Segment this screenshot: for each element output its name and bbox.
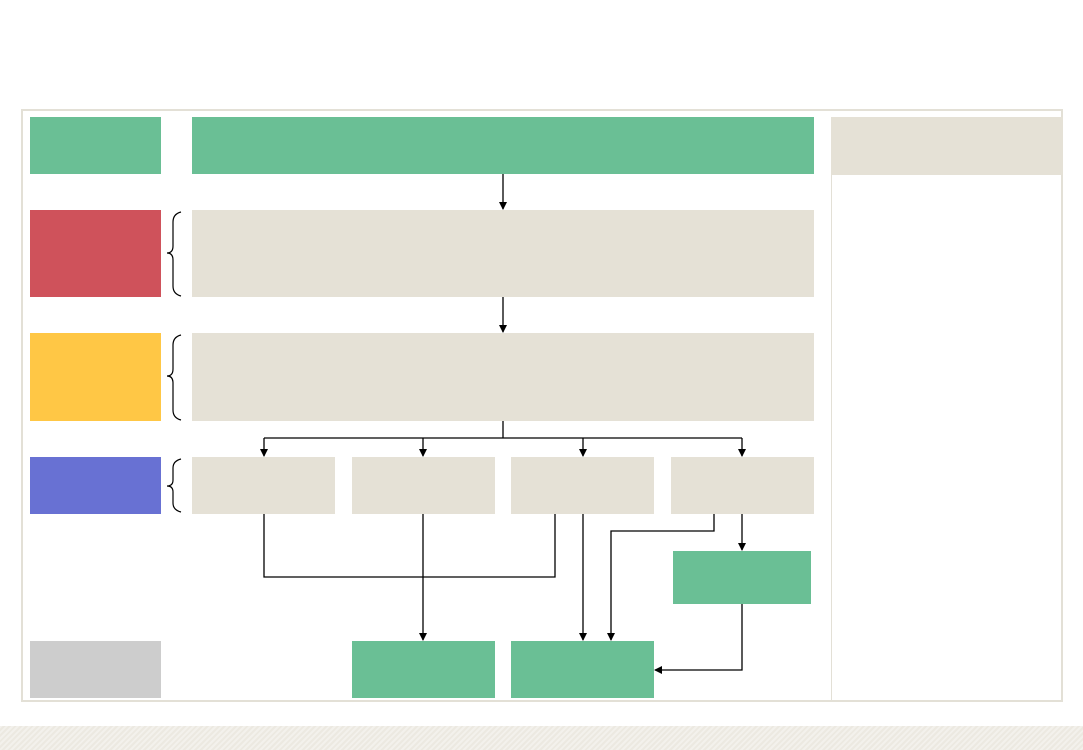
sub-box-3 [511, 457, 654, 514]
sub-box-4 [671, 457, 814, 514]
output-box-right [673, 551, 811, 604]
output-box-1 [352, 641, 495, 698]
layer-1-block [30, 117, 161, 174]
middle-box-1 [192, 210, 814, 297]
footer-strip [0, 726, 1083, 750]
side-panel-divider [831, 175, 832, 700]
layer-5-block [30, 641, 161, 698]
middle-box-2 [192, 333, 814, 421]
top-box [192, 117, 814, 174]
side-panel-header [831, 117, 1063, 175]
layer-4-block [30, 457, 161, 514]
layer-2-block [30, 210, 161, 297]
layer-3-block [30, 333, 161, 421]
sub-box-2 [352, 457, 495, 514]
sub-box-1 [192, 457, 335, 514]
output-box-2 [511, 641, 654, 698]
